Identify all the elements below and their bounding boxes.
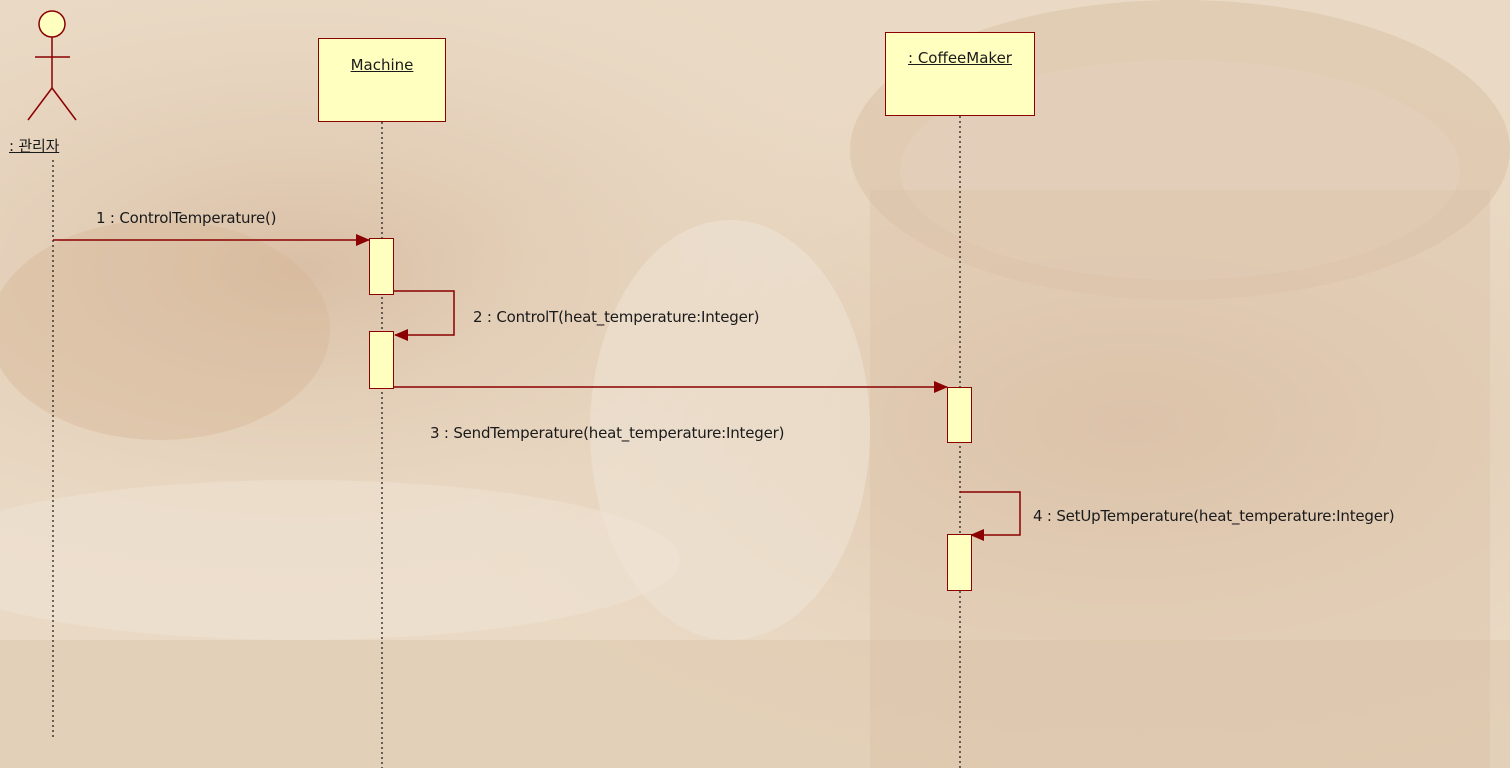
- actor-label: : 관리자: [9, 137, 60, 155]
- message-4-arrow: [960, 491, 1021, 541]
- message-2-label: 2 : ControlT(heat_temperature:Integer): [473, 308, 760, 326]
- coffeemaker-object-box[interactable]: : CoffeeMaker: [885, 32, 1035, 116]
- machine-object-label: Machine: [350, 56, 414, 74]
- coffeemaker-object-label: : CoffeeMaker: [908, 49, 1012, 67]
- machine-activation-1: [369, 238, 394, 295]
- message-4-label: 4 : SetUpTemperature(heat_temperature:In…: [1033, 507, 1395, 525]
- coffeemaker-activation-1: [947, 387, 972, 443]
- coffeemaker-activation-2: [947, 534, 972, 591]
- machine-object-box[interactable]: Machine: [318, 38, 446, 122]
- message-3-label: 3 : SendTemperature(heat_temperature:Int…: [430, 424, 785, 442]
- message-2-arrow: [394, 290, 455, 341]
- actor-icon: [27, 10, 77, 121]
- message-1-label: 1 : ControlTemperature(): [96, 209, 277, 227]
- machine-activation-2: [369, 331, 394, 389]
